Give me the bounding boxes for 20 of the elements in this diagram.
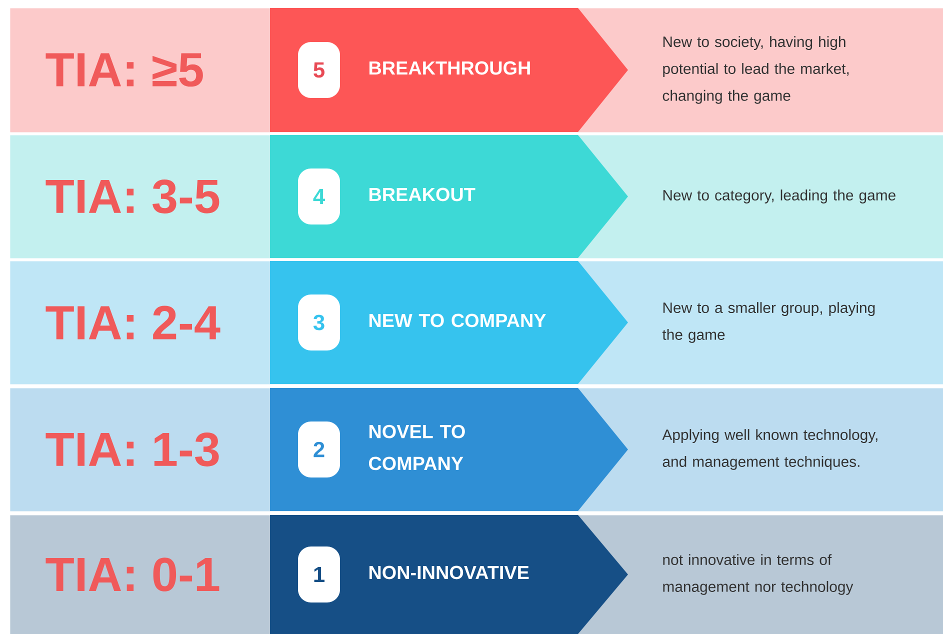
number-badge: 2 bbox=[298, 422, 340, 478]
level-title: BREAKTHROUGH bbox=[369, 61, 530, 75]
description-text: not innovative in terms of management nor technology bbox=[663, 554, 854, 595]
number-badge: 5 bbox=[298, 42, 340, 98]
score-label: TIA: 3-5 bbox=[46, 180, 220, 214]
score-label: TIA: 0-1 bbox=[46, 558, 220, 592]
description-text: New to society, having high potential to lead the market, changing the game bbox=[662, 36, 849, 104]
level-title: BREAKOUT bbox=[369, 188, 476, 202]
level-title: NON-INNOVATIVE bbox=[369, 566, 529, 580]
score-label: TIA: ≥5 bbox=[46, 53, 203, 87]
level-title: NOVEL TO COMPANY bbox=[368, 424, 465, 470]
number-badge: 3 bbox=[298, 294, 340, 350]
score-label: TIA: 2-4 bbox=[46, 306, 220, 340]
number-badge: 1 bbox=[298, 546, 340, 602]
level-title: NEW TO COMPANY bbox=[369, 314, 546, 328]
number-badge: 4 bbox=[298, 168, 340, 224]
description-text: New to a smaller group, playing the game bbox=[662, 302, 875, 343]
score-label: TIA: 1-3 bbox=[46, 432, 219, 466]
description-text: Applying well known technology, and management techniques. bbox=[662, 429, 878, 470]
description-text: New to category, leading the game bbox=[663, 190, 896, 204]
